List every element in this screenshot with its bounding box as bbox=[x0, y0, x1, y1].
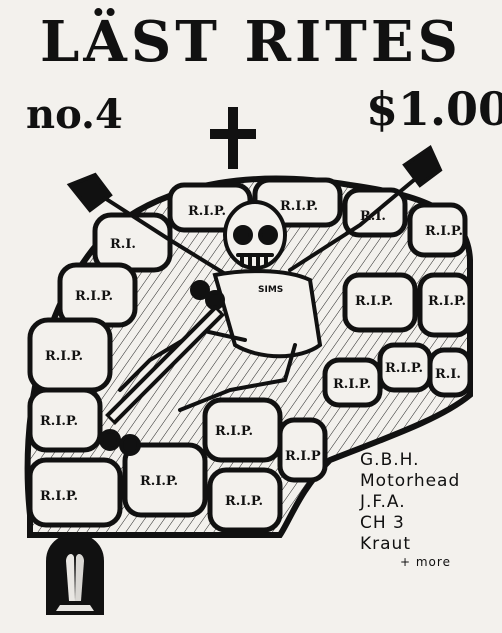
band-lineup: G.B.H. Motorhead J.F.A. CH 3 Kraut + mor… bbox=[360, 450, 495, 569]
band-motorhead: Motorhead bbox=[360, 471, 461, 491]
svg-text:R.I.P: R.I.P bbox=[285, 449, 321, 464]
svg-text:R.I.P.: R.I.P. bbox=[225, 494, 263, 509]
svg-text:R.I.P.: R.I.P. bbox=[333, 377, 371, 392]
cross-icon bbox=[210, 107, 256, 169]
band-jfa: J.F.A. bbox=[360, 492, 406, 512]
cover-title: LÄST RITES bbox=[40, 9, 462, 75]
svg-text:R.I.: R.I. bbox=[110, 237, 136, 252]
praying-hands-icon bbox=[46, 533, 104, 615]
svg-text:R.I.P.: R.I.P. bbox=[280, 199, 318, 214]
svg-text:R.I.P.: R.I.P. bbox=[215, 424, 253, 439]
svg-text:R.I.P.: R.I.P. bbox=[425, 224, 463, 239]
cover-price: $1.00 bbox=[366, 82, 502, 136]
band-kraut: Kraut bbox=[360, 534, 411, 554]
band-gbh: G.B.H. bbox=[360, 450, 420, 470]
svg-text:R.I.P.: R.I.P. bbox=[188, 204, 226, 219]
svg-text:R.I.P.: R.I.P. bbox=[428, 294, 466, 309]
rip-labels: R.I.P. R.I.P. R.I. R.I.P. R.I. R.I.P. R.… bbox=[40, 199, 466, 509]
deck-label: SIMS bbox=[258, 285, 283, 295]
skateboard: SIMS bbox=[99, 280, 283, 456]
svg-text:R.I.P.: R.I.P. bbox=[385, 361, 423, 376]
skeleton bbox=[66, 145, 443, 412]
svg-text:R.I.P.: R.I.P. bbox=[355, 294, 393, 309]
band-more: + more bbox=[400, 555, 451, 569]
svg-text:R.I.: R.I. bbox=[435, 367, 461, 382]
svg-text:R.I.P.: R.I.P. bbox=[40, 489, 78, 504]
svg-text:R.I.P.: R.I.P. bbox=[140, 474, 178, 489]
svg-text:R.I.P.: R.I.P. bbox=[40, 414, 78, 429]
issue-number: no.4 bbox=[26, 91, 123, 138]
svg-text:R.I.P.: R.I.P. bbox=[75, 289, 113, 304]
svg-text:R.I.P.: R.I.P. bbox=[45, 349, 83, 364]
band-ch3: CH 3 bbox=[360, 513, 405, 533]
